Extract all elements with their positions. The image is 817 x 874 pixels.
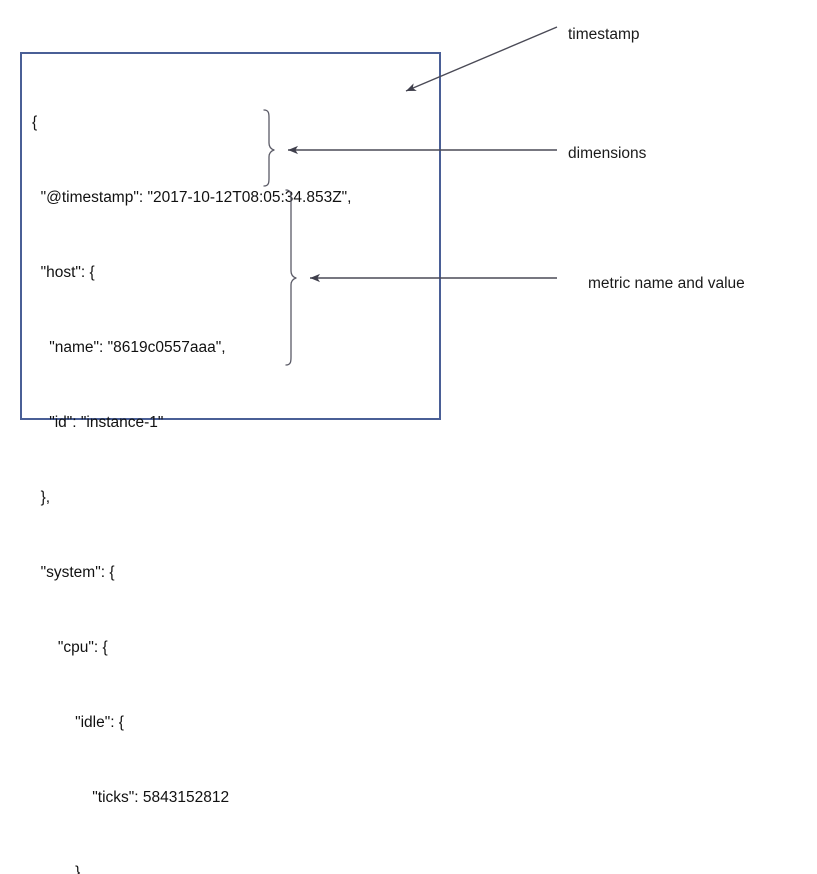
json-line-idle-close: }, — [32, 864, 85, 874]
json-line-ticks: "ticks": 5843152812 — [32, 789, 230, 806]
json-line-host-name: "name": "8619c0557aaa", — [32, 339, 226, 356]
json-line-host-close: }, — [32, 489, 51, 506]
json-line-idle-open: "idle": { — [32, 714, 124, 731]
json-line-timestamp: "@timestamp": "2017-10-12T08:05:34.853Z"… — [32, 189, 352, 206]
json-line-system-open: "system": { — [32, 564, 115, 581]
json-line-host-open: "host": { — [32, 264, 95, 281]
json-document-box: { "@timestamp": "2017-10-12T08:05:34.853… — [20, 52, 441, 874]
json-line: { — [32, 114, 38, 131]
json-line-host-id: "id": "instance-1" — [32, 414, 164, 431]
callout-label-dimensions: dimensions — [568, 145, 647, 162]
json-line-cpu-open: "cpu": { — [32, 639, 108, 656]
diagram-canvas: { "@timestamp": "2017-10-12T08:05:34.853… — [20, 26, 745, 874]
callout-label-timestamp: timestamp — [568, 26, 640, 43]
callout-label-metric: metric name and value — [588, 275, 745, 292]
json-document-text: { "@timestamp": "2017-10-12T08:05:34.853… — [32, 60, 435, 874]
